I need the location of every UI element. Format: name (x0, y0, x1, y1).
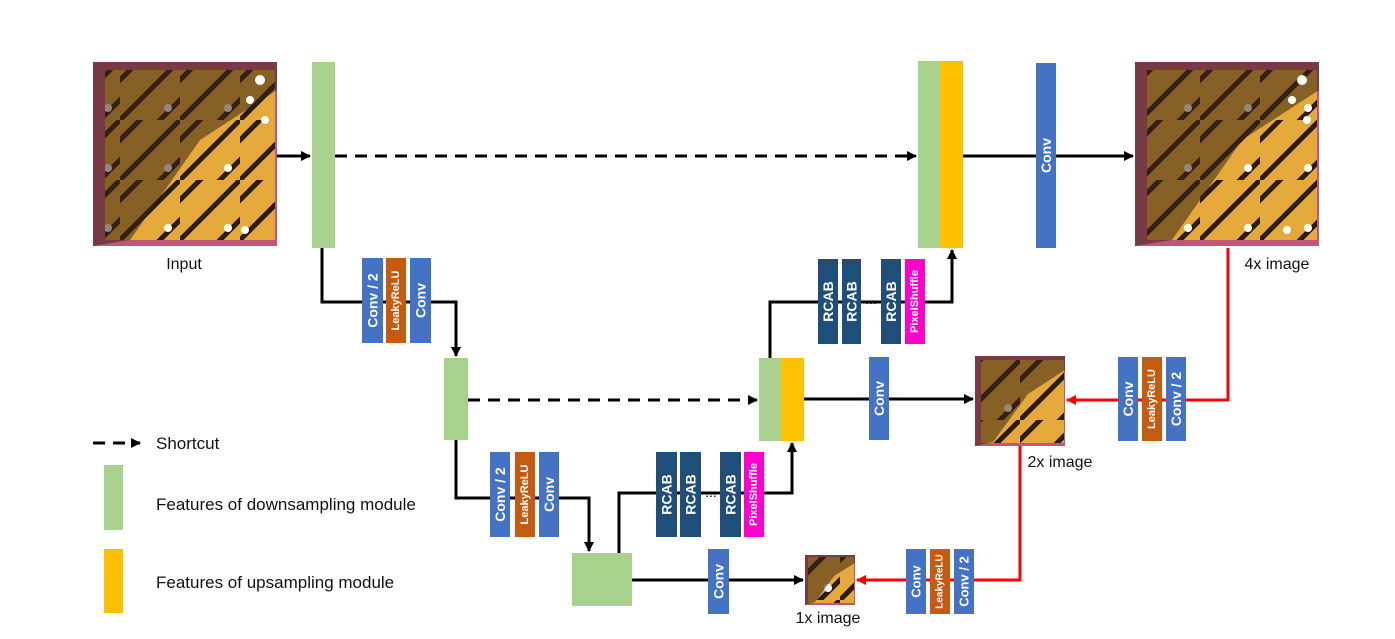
conv-label-down1: Conv (413, 283, 429, 318)
leaky-relu-label-down1: LeakyReLU (390, 270, 402, 330)
conv-div2-block-down1 (362, 258, 383, 343)
pixel-shuffle-block-up1 (905, 259, 925, 344)
conv-block-to-1x (708, 549, 729, 614)
leaky-relu-block-down2 (515, 452, 535, 537)
rcab-block-up2-a (656, 452, 677, 537)
rcab-block-up1-b (842, 259, 861, 344)
rcab-label-up1-a: RCAB (820, 281, 836, 321)
rcab-label-up1-c: RCAB (883, 281, 899, 321)
input-caption: Input (166, 256, 202, 273)
conv-block-ds-4to2 (1118, 357, 1138, 441)
down-feature-level3 (572, 553, 632, 606)
output-1x-image (805, 555, 855, 605)
conv-block-final-label: Conv (1038, 138, 1054, 173)
rcab-block-up2-b (680, 452, 701, 537)
legend-down-swatch (104, 465, 123, 530)
legend-down-label: Features of downsampling module (156, 495, 416, 514)
conv-label-ds-4to2: Conv (1120, 381, 1136, 416)
leaky-relu-label-ds-2to1: LeakyReLU (935, 554, 946, 608)
leaky-relu-label-ds-4to2: LeakyReLU (1146, 369, 1158, 429)
conv-div2-label-down1: Conv / 2 (365, 273, 381, 328)
legend-up-label: Features of upsampling module (156, 573, 394, 592)
rcab-label-up2-b: RCAB (683, 474, 699, 514)
conv-div2-block-down2 (490, 452, 510, 537)
conv-label-to-2x: Conv (871, 381, 887, 416)
legend: Shortcut Features of downsampling module… (93, 434, 416, 613)
concat-down-level2 (759, 358, 781, 441)
leaky-relu-block-ds-4to2 (1142, 357, 1162, 441)
down-feature-level2 (444, 358, 468, 440)
output-4x-image (1135, 62, 1319, 246)
leaky-relu-block-ds-2to1 (930, 549, 950, 614)
output-2x-image (975, 356, 1065, 446)
conv-div2-block-ds-4to2 (1166, 357, 1186, 441)
concat-down-level1 (918, 61, 940, 248)
output-4x-caption: 4x image (1245, 256, 1310, 273)
conv-label-down2: Conv (541, 477, 557, 512)
rcab-label-up1-b: RCAB (844, 281, 860, 321)
rcab-label-up2-a: RCAB (659, 474, 675, 514)
ellipsis-up1: ... (865, 291, 877, 307)
conv-div2-block-ds-2to1 (954, 549, 974, 614)
conv-block-down2 (539, 452, 559, 537)
conv-div2-label-ds-4to2: Conv / 2 (1168, 372, 1184, 427)
legend-up-swatch (104, 549, 123, 613)
down-feature-level1 (312, 62, 335, 248)
concat-up-level2 (781, 358, 804, 441)
conv-div2-label-down2: Conv / 2 (492, 467, 508, 522)
conv-label-ds-2to1: Conv (909, 564, 924, 597)
rcab-label-up2-c: RCAB (723, 474, 739, 514)
arrow-up-level3 (617, 442, 797, 553)
output-1x-caption: 1x image (796, 610, 861, 627)
pixel-shuffle-block-up2 (744, 452, 764, 537)
shortcut-lines (335, 151, 917, 405)
input-image (93, 62, 277, 246)
leaky-relu-label-down2: LeakyReLU (519, 464, 531, 524)
concat-up-level1 (940, 61, 963, 248)
conv-label-to-1x: Conv (711, 564, 727, 599)
rcab-block-up2-c (720, 452, 741, 537)
conv-div2-label-ds-2to1: Conv / 2 (957, 556, 972, 607)
conv-block-final (1036, 63, 1056, 248)
rcab-block-up1-a (818, 259, 838, 344)
rcab-block-up1-c (881, 259, 901, 344)
conv-block-down1 (410, 258, 431, 343)
ellipsis-up2: ... (705, 484, 717, 500)
conv-block-ds-2to1 (906, 549, 926, 614)
pixel-shuffle-label-up2: PixelShuffle (748, 463, 760, 526)
conv-block-to-2x (869, 357, 889, 440)
legend-shortcut-label: Shortcut (156, 434, 220, 453)
pixel-shuffle-label-up1: PixelShuffle (909, 270, 921, 333)
output-2x-caption: 2x image (1028, 454, 1093, 471)
leaky-relu-block-down1 (386, 258, 406, 343)
